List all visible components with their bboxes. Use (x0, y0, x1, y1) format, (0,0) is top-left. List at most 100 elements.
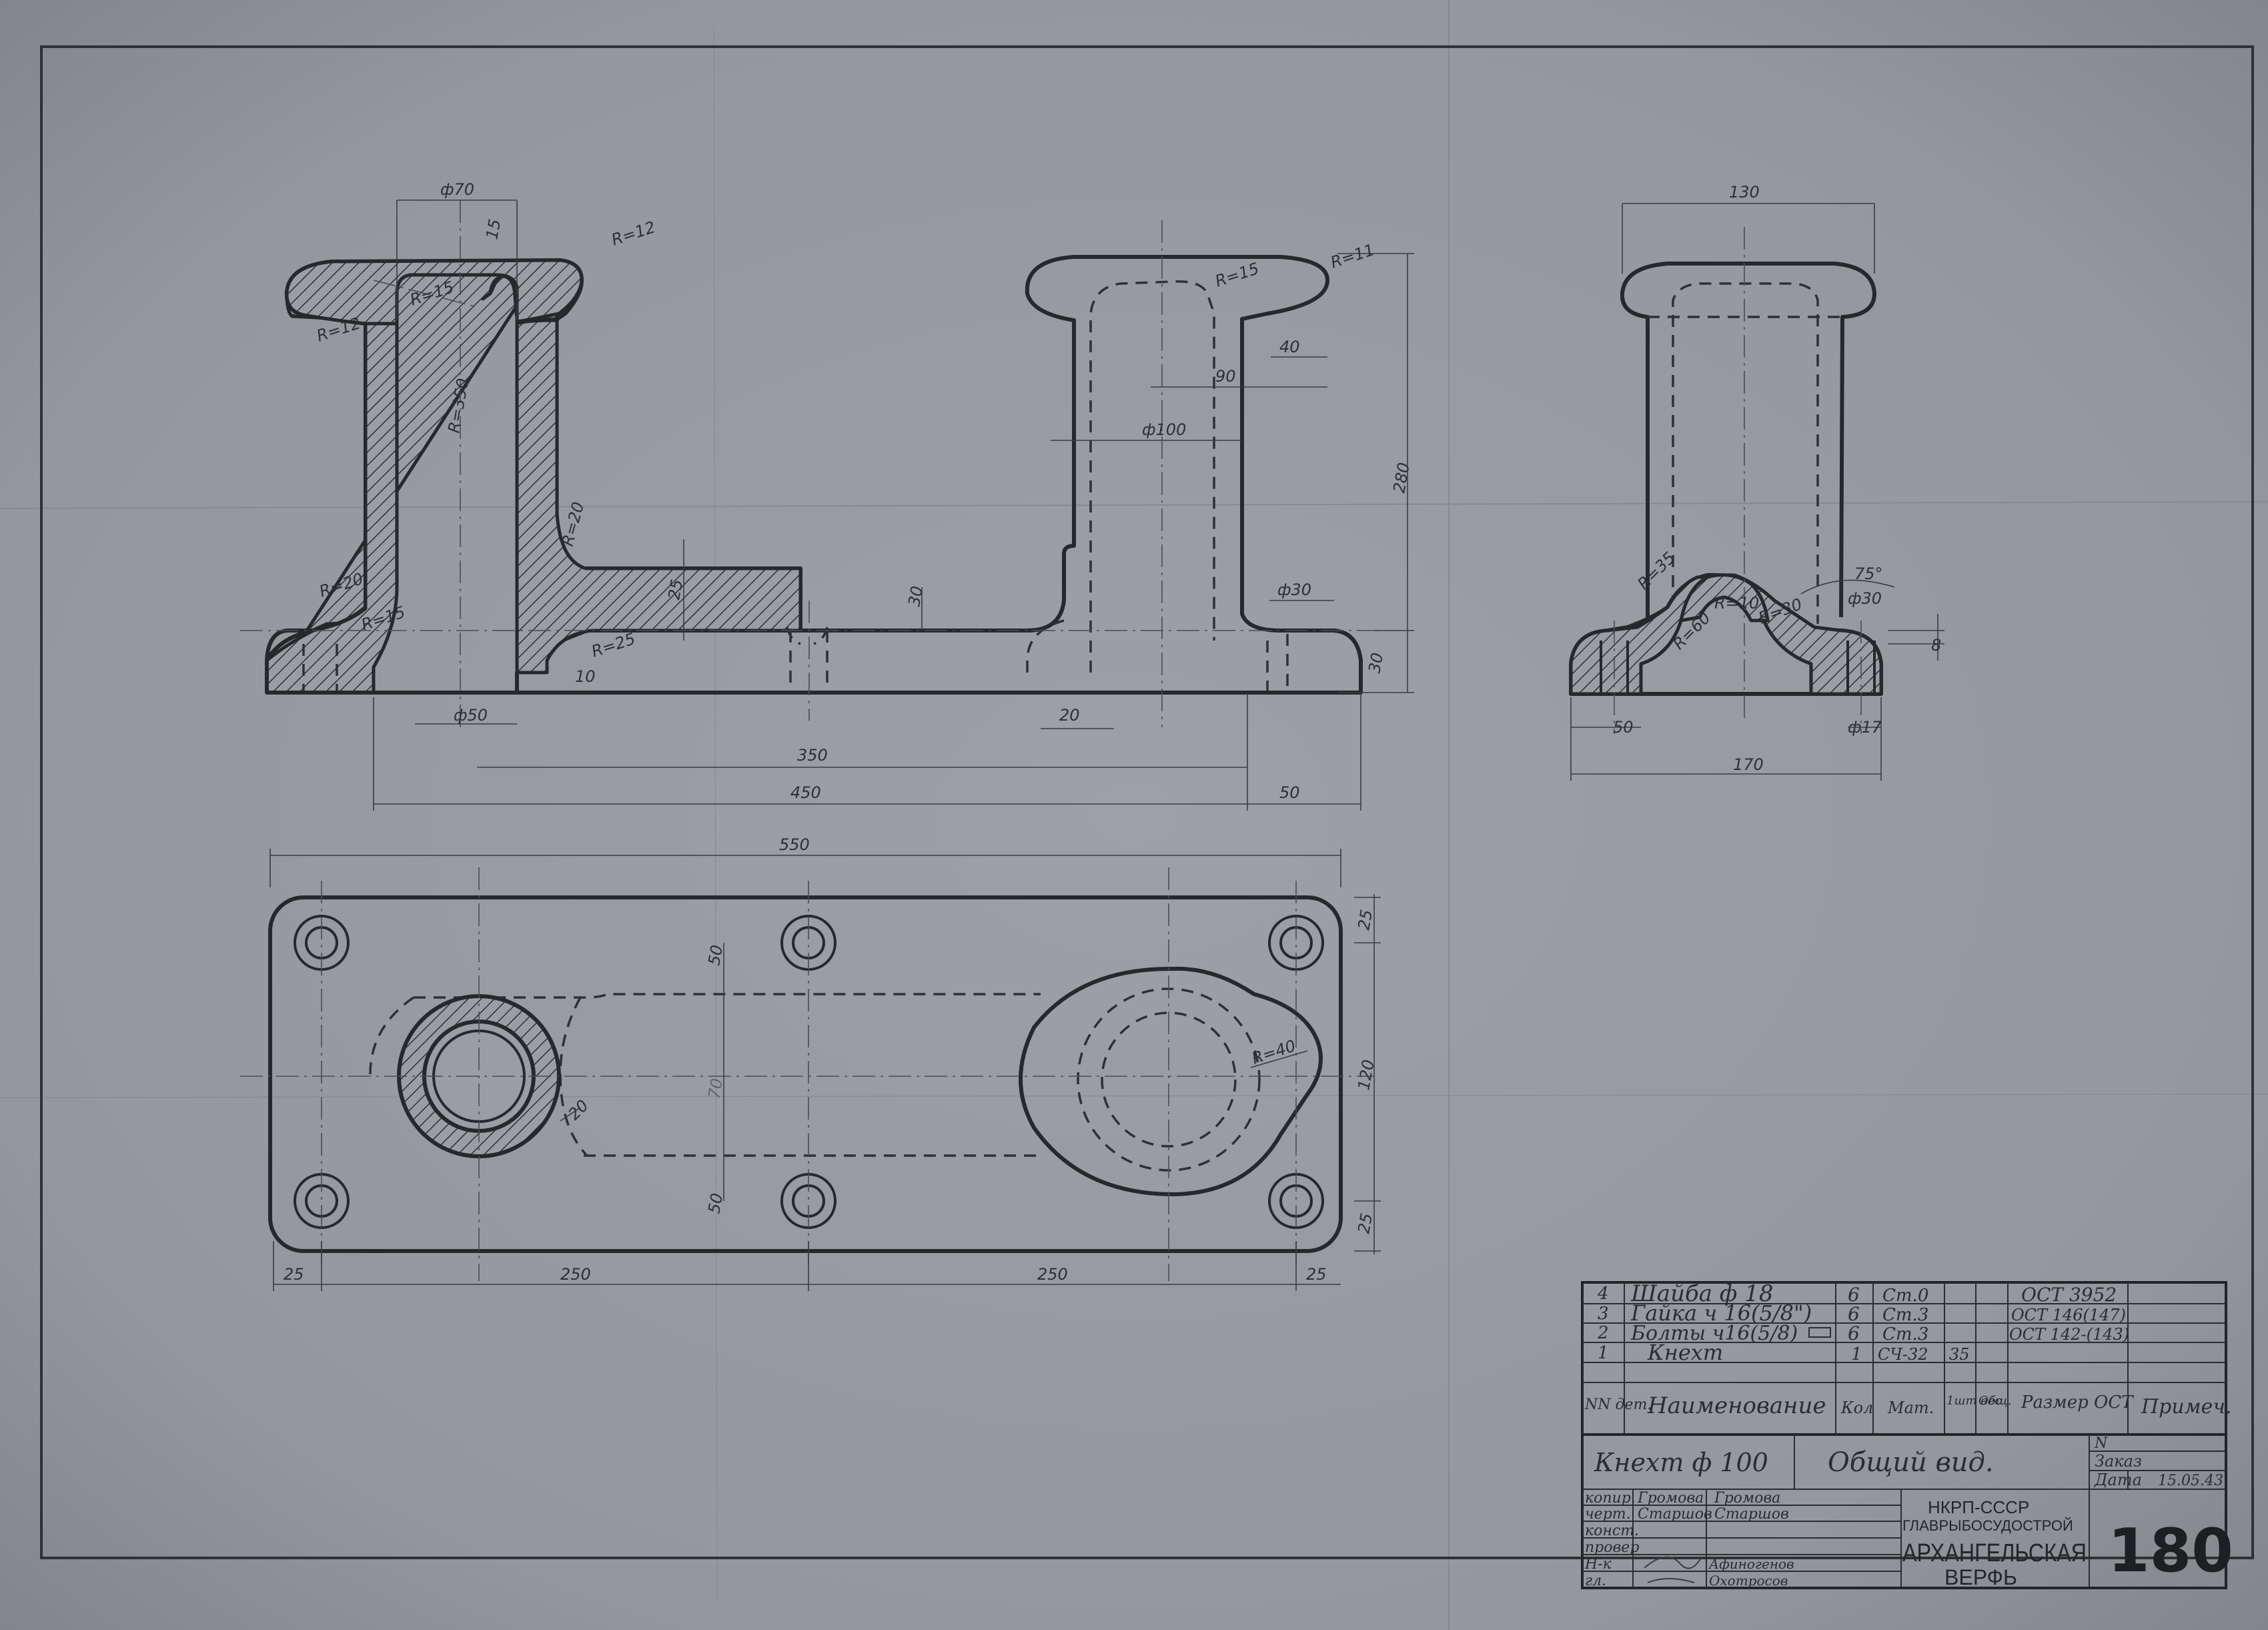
role-0: копир. (1585, 1490, 1636, 1507)
part-4-qty: 6 (1848, 1284, 1860, 1306)
right-post-hidden (789, 280, 1289, 691)
part-3-qty: 6 (1848, 1303, 1860, 1325)
side-arch (1679, 573, 1770, 623)
dim-50-front: 50 (1279, 783, 1300, 802)
order-label: Заказ (2095, 1452, 2142, 1471)
header-weight-1: 1шт вес (1946, 1394, 2002, 1408)
bolt-holes-front (302, 627, 828, 691)
dim-20: 20 (1059, 706, 1080, 725)
front-centerlines (240, 200, 1387, 727)
person-right-3: Охотросов (1709, 1573, 1788, 1589)
plan-right-post-outline (1019, 966, 1323, 1196)
header-name: Наименование (1647, 1392, 1826, 1419)
part-2-qty: 6 (1848, 1322, 1860, 1344)
signature-scribble (1644, 1556, 1702, 1583)
part-1-no: 1 (1598, 1343, 1609, 1363)
part-4-standard: ОСТ 3952 (2021, 1284, 2117, 1306)
person-right-2: Афиногенов (1708, 1556, 1794, 1572)
dim-50-plan-bottom: 50 (704, 1192, 726, 1215)
plan-dimension-lines (269, 849, 1381, 1291)
sheet-number: 180 (2108, 1516, 2233, 1586)
date-label: Дата (2094, 1471, 2142, 1489)
dim-130: 130 (1729, 183, 1760, 201)
dim-75deg: 75° (1854, 564, 1883, 583)
dim-70: 70 (704, 1077, 726, 1100)
order-no: N (2094, 1435, 2108, 1452)
dim-25-bottom-left: 25 (284, 1265, 304, 1284)
dim-450: 450 (790, 783, 821, 802)
role-5: гл. (1585, 1573, 1606, 1589)
person-left-1: Старшов (1638, 1506, 1712, 1523)
org-line-4: ВЕРФЬ (1944, 1565, 2017, 1589)
role-3: провер (1585, 1539, 1639, 1556)
dim-r10: R=10 (1714, 594, 1759, 613)
title-object: Кнехт ф 100 (1594, 1448, 1768, 1477)
dim-170: 170 (1733, 755, 1764, 774)
header-weight-2: Общ. (1978, 1394, 2011, 1408)
title-block: Кнехт ф 100 Общий вид. N Заказ Дата 15.0… (1581, 1433, 2233, 1589)
dim-25-right-top: 25 (1354, 908, 1376, 931)
org-line-1: НКРП-СССР (1928, 1497, 2029, 1517)
part-3-name: Гайка ч 16(5/8") (1630, 1300, 1812, 1326)
dim-phi50: ф50 (454, 706, 488, 725)
side-holes (1600, 641, 1876, 694)
dim-25-bottom-right: 25 (1306, 1265, 1327, 1284)
part-3-standard: ОСТ 146(147) (2011, 1306, 2126, 1324)
dim-90: 90 (1215, 367, 1236, 386)
front-dimension-lines (373, 199, 1414, 811)
part-1-material: СЧ-32 (1878, 1345, 1928, 1364)
date-value: 15.05.43 (2158, 1473, 2223, 1489)
dim-15-top: 15 (482, 218, 504, 241)
dim-10: 10 (575, 667, 596, 686)
left-post-right-wall (515, 318, 802, 675)
side-section-left (1569, 575, 1710, 696)
side-centerlines (1614, 227, 1862, 734)
dim-40: 40 (1279, 338, 1300, 356)
person-left-0: Громова (1637, 1490, 1704, 1507)
dim-250-left: 250 (560, 1265, 591, 1284)
bolt-section-symbol (1808, 1327, 1831, 1338)
role-1: черт. (1585, 1506, 1631, 1523)
side-dimension-lines (1570, 203, 1944, 781)
part-2-material: Ст.3 (1882, 1324, 1928, 1344)
plan-right-post-hidden-inner (1101, 1011, 1237, 1148)
part-2-standard: ОСТ 142-(143) (2009, 1325, 2129, 1344)
part-1-name: Кнехт (1647, 1340, 1723, 1365)
header-note: Примеч. (2141, 1395, 2232, 1418)
dim-phi100: ф100 (1142, 420, 1186, 439)
header-standard: Размер ОСТ (2021, 1392, 2134, 1412)
person-right-1: Старшов (1714, 1506, 1789, 1523)
person-right-0: Громова (1714, 1490, 1780, 1507)
dim-50-side: 50 (1613, 718, 1634, 737)
side-view: 130 R=35 R=10 R=30 R=60 75° ф30 8 50 ф17… (1569, 183, 1944, 781)
part-4-name: Шайба ф 18 (1630, 1280, 1773, 1307)
header-material: Мат. (1887, 1398, 1934, 1417)
part-4-material: Ст.0 (1882, 1286, 1928, 1306)
header-qty: Кол (1840, 1398, 1873, 1417)
part-4-no: 4 (1597, 1284, 1609, 1304)
dim-25-right-bottom: 25 (1354, 1212, 1376, 1235)
org-line-2: ГЛАВРЫБОСУДОСТРОЙ (1902, 1517, 2073, 1534)
dim-30-mid: 30 (905, 584, 927, 608)
side-post-outline (1620, 262, 1876, 618)
title-view: Общий вид. (1828, 1447, 1994, 1478)
role-4: Н-к (1584, 1556, 1612, 1573)
side-hidden-bore (1648, 282, 1841, 627)
dim-25: 25 (664, 578, 686, 601)
header-no: NN дет. (1584, 1396, 1652, 1413)
part-1-qty: 1 (1851, 1344, 1862, 1364)
plan-hidden-web (369, 993, 1041, 1157)
left-post-left-wall (265, 322, 399, 695)
part-2-name: Болты ч16(5/8) (1630, 1322, 1798, 1345)
dim-250-right: 250 (1037, 1265, 1068, 1284)
dim-phi17: ф17 (1848, 718, 1882, 737)
role-2: конст. (1585, 1523, 1639, 1539)
dim-8: 8 (1931, 636, 1941, 655)
dim-phi30-front: ф30 (1277, 580, 1311, 599)
dim-350: 350 (797, 746, 828, 765)
dim-phi30-side: ф30 (1848, 589, 1882, 608)
part-3-material: Ст.3 (1882, 1305, 1928, 1325)
dim-phi70: ф70 (440, 180, 474, 199)
